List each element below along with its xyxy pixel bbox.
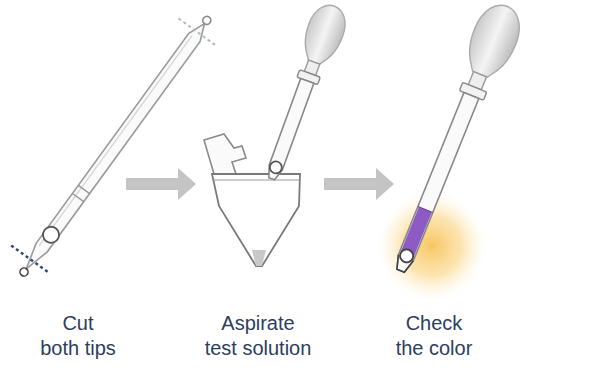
step-arrow [324, 168, 394, 200]
pipette [1, 2, 227, 288]
step-label: Cut both tips [40, 311, 116, 361]
step-label: Aspirate test solution [205, 311, 312, 361]
dropper [380, 0, 528, 279]
step-arrow [126, 168, 196, 200]
dropper [255, 0, 352, 185]
step-label: Check the color [396, 311, 473, 361]
